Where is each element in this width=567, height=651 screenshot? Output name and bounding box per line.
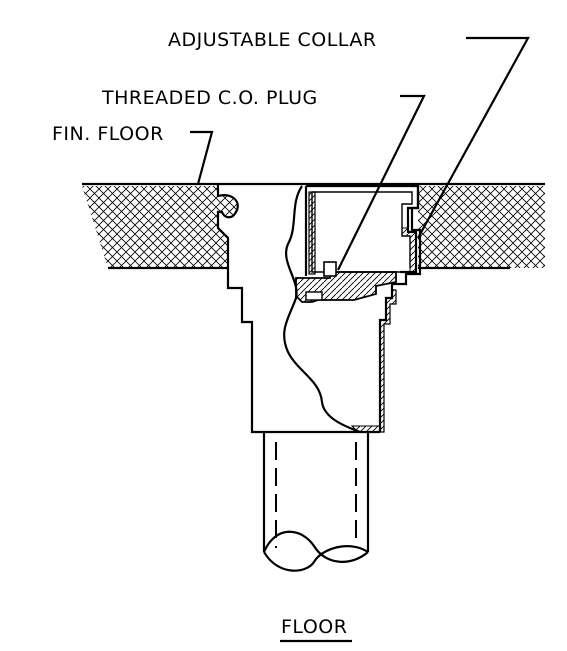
bottom-section-sliver xyxy=(350,425,381,433)
leader-threaded-plug xyxy=(337,94,426,271)
collar-inner xyxy=(311,191,413,273)
threaded-co-plug xyxy=(295,261,397,303)
plug-slot xyxy=(323,261,337,277)
cutaway-break-line xyxy=(283,185,361,434)
drain-body xyxy=(216,184,422,434)
plug-square-head xyxy=(305,291,323,301)
slab-hatch-left xyxy=(82,186,238,268)
label-adjustable-collar: ADJUSTABLE COLLAR xyxy=(168,29,377,51)
label-threaded-co-plug: THREADED C.O. PLUG xyxy=(101,87,318,109)
drain-pipe xyxy=(262,432,370,572)
label-fin-floor: FIN. FLOOR xyxy=(52,123,164,145)
collar-wall-hatch xyxy=(401,227,417,275)
adjustable-collar xyxy=(304,184,420,276)
leader-fin-floor xyxy=(190,130,214,185)
collar-outer xyxy=(304,184,420,276)
pipe-break-symbol xyxy=(262,530,369,572)
leaders xyxy=(190,36,530,271)
caption-floor: FLOOR xyxy=(281,616,347,638)
drain-body-outline-left xyxy=(216,184,380,434)
collar-thread-tube xyxy=(308,191,316,275)
leader-adjustable-collar xyxy=(417,36,530,239)
concrete-slab xyxy=(82,182,545,270)
drain-wall-section xyxy=(379,289,397,433)
slab-hatch-right xyxy=(418,186,545,268)
